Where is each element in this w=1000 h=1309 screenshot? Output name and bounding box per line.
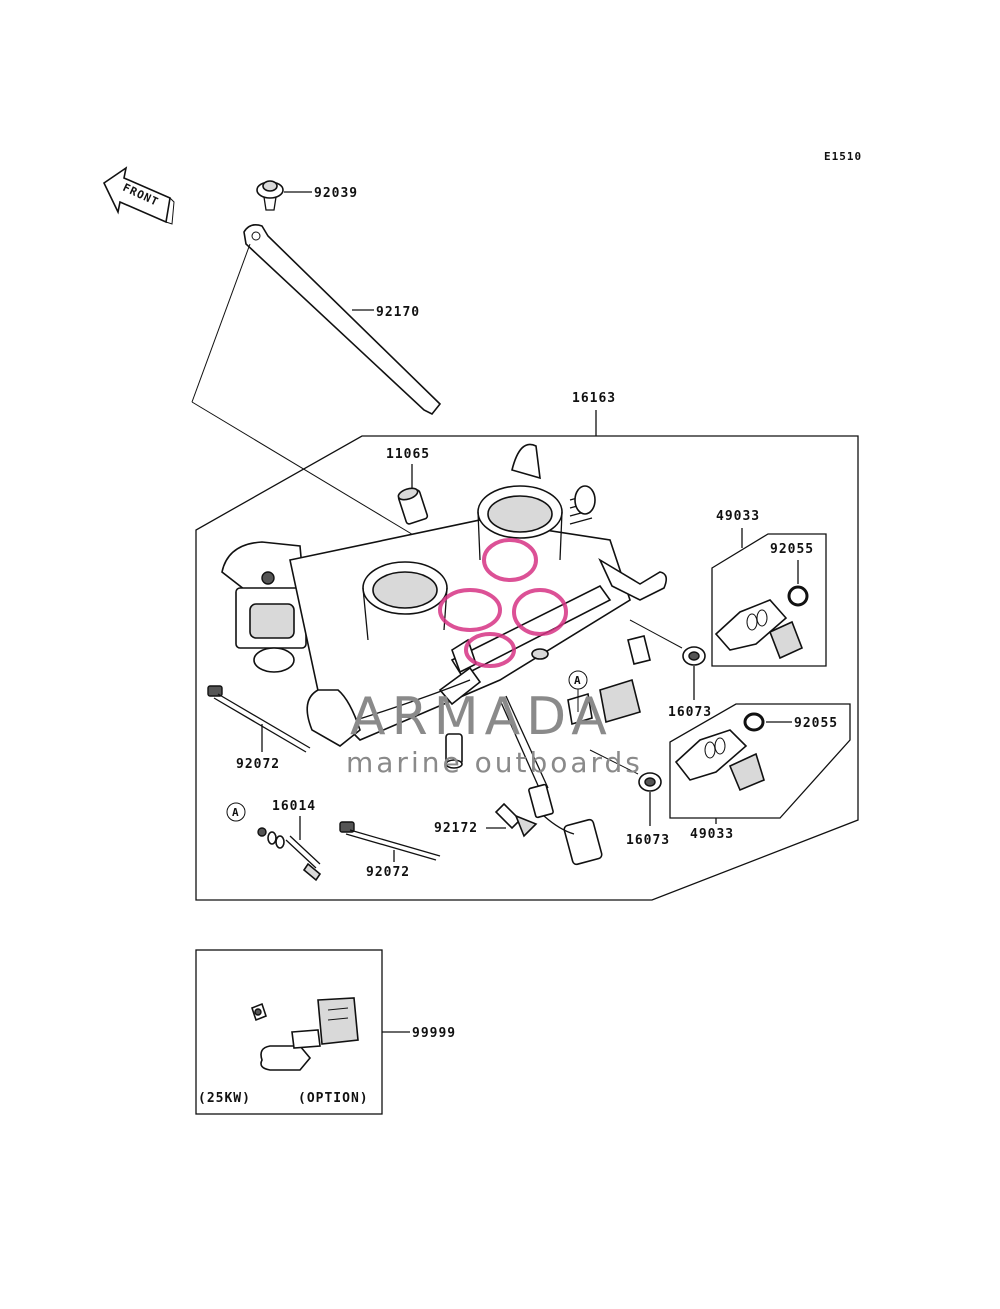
cap-11065[interactable] bbox=[397, 486, 429, 525]
leader-line bbox=[191, 243, 251, 403]
leader-line bbox=[191, 401, 456, 561]
diagram-code: E1510 bbox=[824, 150, 862, 163]
throttle-body-assembly[interactable] bbox=[221, 443, 668, 866]
svg-text:A: A bbox=[232, 806, 240, 819]
part-number-92072-left: 92072 bbox=[236, 757, 280, 772]
assembly-outline-16163 bbox=[195, 435, 859, 901]
cable-tie-92072-left[interactable] bbox=[207, 685, 311, 753]
armada-watermark-logo bbox=[438, 538, 568, 668]
part-number-49033-upper: 49033 bbox=[716, 509, 760, 524]
option-note-option: (OPTION) bbox=[298, 1091, 369, 1106]
part-number-92055-lower: 92055 bbox=[794, 716, 838, 731]
part-number-99999: 99999 bbox=[412, 1026, 456, 1041]
o-ring-92055-upper[interactable] bbox=[787, 585, 809, 607]
screw-92172[interactable] bbox=[494, 802, 538, 838]
o-ring-92055-lower[interactable] bbox=[743, 712, 765, 732]
part-number-49033-lower: 49033 bbox=[690, 827, 734, 842]
screw-kit-16014[interactable] bbox=[257, 827, 322, 882]
watermark-brand: ARMADA bbox=[350, 687, 613, 747]
bolt-92039[interactable] bbox=[256, 180, 284, 211]
callout-a-upper: A bbox=[568, 670, 588, 712]
part-number-92170: 92170 bbox=[376, 305, 420, 320]
part-number-92172: 92172 bbox=[434, 821, 478, 836]
front-arrow-icon: FRONT bbox=[102, 166, 175, 225]
part-number-92072-right: 92072 bbox=[366, 865, 410, 880]
part-number-92039: 92039 bbox=[314, 186, 358, 201]
part-number-16073-lower: 16073 bbox=[626, 833, 670, 848]
fuel-injector-49033-upper[interactable] bbox=[714, 599, 804, 660]
part-number-16073-upper: 16073 bbox=[668, 705, 712, 720]
strap-92170[interactable] bbox=[243, 224, 442, 416]
option-note-25kw: (25KW) bbox=[198, 1091, 251, 1106]
sensor-harness-99999[interactable] bbox=[251, 997, 359, 1071]
subgroup-outline-49033-lower bbox=[669, 703, 851, 819]
part-number-11065: 11065 bbox=[386, 447, 430, 462]
callout-a-lower: A bbox=[226, 802, 246, 822]
svg-text:A: A bbox=[574, 674, 582, 687]
cable-tie-92072-right[interactable] bbox=[339, 821, 441, 861]
subgroup-outline-49033-upper bbox=[711, 533, 827, 667]
part-number-16163: 16163 bbox=[572, 391, 616, 406]
fuel-injector-49033-lower[interactable] bbox=[674, 729, 765, 792]
watermark-tagline: marine outboards bbox=[346, 746, 643, 779]
part-number-92055-upper: 92055 bbox=[770, 542, 814, 557]
part-number-16014: 16014 bbox=[272, 799, 316, 814]
